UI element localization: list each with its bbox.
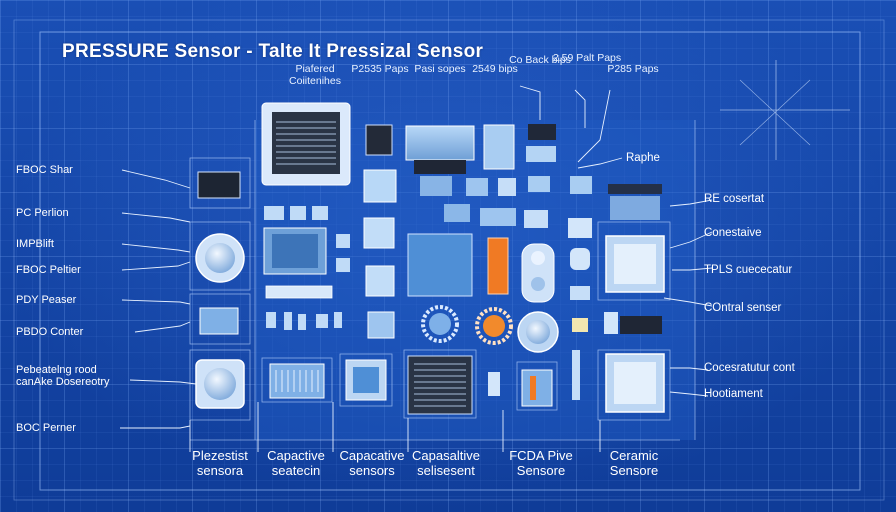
column-header: Piafered Coiitenihes <box>289 63 341 87</box>
left-label: IMPBlift <box>16 238 54 250</box>
column-header: Co Back bips <box>509 54 571 66</box>
smd-chip <box>480 208 516 226</box>
capacitive-plate <box>407 233 473 297</box>
smd-chip <box>420 176 452 196</box>
connector-strip <box>608 184 662 220</box>
smd-chip <box>570 176 592 194</box>
pcb-module <box>263 227 327 275</box>
page-title: PRESSURE Sensor - Talte It Pressizal Sen… <box>62 41 484 62</box>
left-label: BOC Perner <box>16 422 76 434</box>
sensor-bar <box>265 285 333 299</box>
smd-capacitor <box>336 234 350 248</box>
square-sensor <box>363 217 395 249</box>
right-label: Cocesratutur cont <box>704 362 795 374</box>
left-label: FBOC Shar <box>16 164 73 176</box>
connector-chip <box>405 125 475 174</box>
probe-sensor <box>572 350 580 400</box>
ceramic-sensor-bottom <box>605 353 665 413</box>
smd-resistor <box>312 206 328 220</box>
smd-capacitor <box>336 258 350 272</box>
square-sensor <box>365 265 395 297</box>
smd-chip <box>570 286 590 300</box>
heatsink-sensor <box>407 355 473 415</box>
smd-row <box>266 312 342 330</box>
right-label: Hootiament <box>704 388 763 400</box>
ceramic-sensor-top <box>605 235 665 293</box>
bottom-label: FCDA Pive Sensore <box>509 448 573 478</box>
smd-resistor <box>264 206 284 220</box>
smd-chip <box>604 312 618 334</box>
column-header: 2549 bips <box>472 63 518 75</box>
smd-chip <box>466 178 488 196</box>
large-processor-chip <box>261 102 351 186</box>
left-label: PDY Peaser <box>16 294 77 306</box>
right-label: TPLS cuececatur <box>704 264 793 276</box>
bottom-label: Plezestist sensora <box>192 448 248 478</box>
gear-sensor-icon <box>421 305 459 343</box>
orange-gear-sensor-icon <box>475 307 513 345</box>
clip-sensor <box>483 124 515 170</box>
dark-connector <box>620 316 662 334</box>
smd-chip <box>568 218 592 238</box>
bottom-label: Capasaltive selisesent <box>412 448 480 478</box>
bottom-label: Capacative sensors <box>339 448 405 478</box>
smd-chip <box>524 210 548 228</box>
column-header: Pasi sopes <box>414 63 466 75</box>
square-sensor <box>363 169 397 203</box>
smd-chip <box>570 248 590 270</box>
capacitive-sensor-square <box>345 359 387 401</box>
left-label: PC Perlion <box>16 207 69 219</box>
left-label: FBOC Peltier <box>16 264 81 276</box>
right-label: RE cosertat <box>704 193 765 205</box>
square-sensor <box>367 311 395 339</box>
left-label: Pebeatelng rood canAke Dosereotry <box>16 364 110 388</box>
fiber-optic-sensor <box>521 369 553 407</box>
column-header: 2.59 Palt Paps <box>552 52 622 64</box>
right-label: COntral senser <box>704 302 782 314</box>
smd-chip <box>572 318 588 332</box>
smd-chip <box>526 146 556 162</box>
small-dark-chip <box>365 124 393 156</box>
right-label: Conestaive <box>704 227 762 239</box>
smd-chip <box>528 124 556 140</box>
smd-chip <box>444 204 470 222</box>
column-header: P2535 Paps <box>351 63 409 75</box>
left-label: PBDO Conter <box>16 326 84 338</box>
piezo-disc-sensor <box>195 233 245 283</box>
bottom-label: Ceramic Sensore <box>609 448 659 478</box>
round-diaphragm-sensor <box>195 359 245 409</box>
column-header: P285 Paps <box>607 63 659 75</box>
smd-resistor <box>290 206 306 220</box>
smd-chip <box>488 372 500 396</box>
smd-chip <box>528 176 550 192</box>
bottom-label: Capactive seatecin <box>267 448 325 478</box>
capsule-sensor <box>521 243 555 303</box>
pressure-module <box>199 307 239 335</box>
smd-chip <box>498 178 516 196</box>
round-cap-sensor <box>517 311 559 353</box>
finned-sensor <box>269 363 325 399</box>
orange-sensor-strip <box>487 237 509 295</box>
crosshair-icon <box>720 60 850 160</box>
pressure-ic-chip <box>197 171 241 199</box>
right-label: Raphe <box>626 152 660 164</box>
